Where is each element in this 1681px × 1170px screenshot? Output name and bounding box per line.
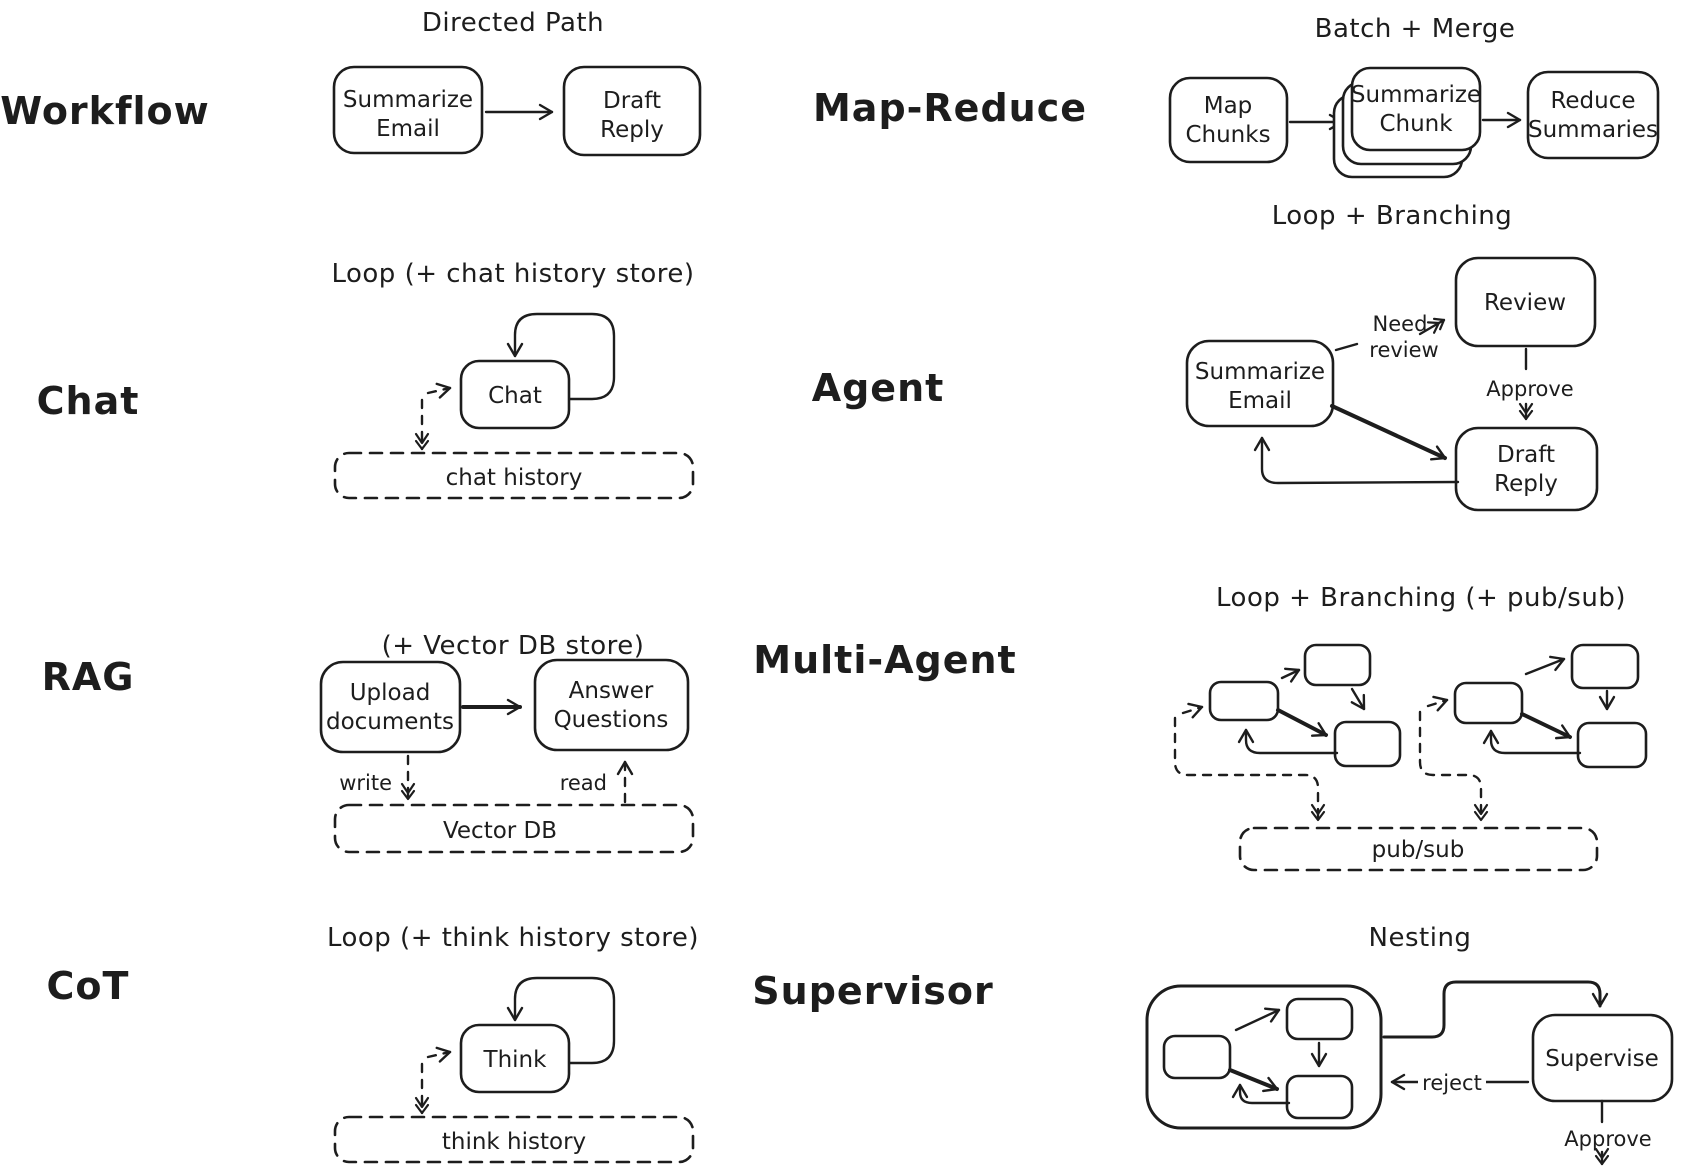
multi-agent2-node-top	[1570, 643, 1640, 690]
agent-summarize-email-line2: Email	[1228, 388, 1292, 414]
multi-agent1-node-left	[1208, 680, 1280, 722]
rag-read-label: read	[560, 771, 607, 795]
cot-label: CoT	[47, 964, 130, 1008]
agent-draft-reply-line1: Draft	[1497, 442, 1555, 468]
agent-summarize-email-line1: Summarize	[1195, 359, 1325, 385]
workflow-summarize-email-line1: Summarize	[343, 87, 473, 113]
agent-need-review-arrow	[1418, 317, 1446, 336]
agent-label: Agent	[812, 366, 945, 410]
cot-history-label: think history	[442, 1129, 586, 1155]
cot-store-read-arrow	[426, 1046, 452, 1063]
rag-label: RAG	[42, 655, 135, 699]
multi-agent2-pub-arrow	[1418, 710, 1489, 822]
supervisor-approve-label: Approve	[1564, 1127, 1651, 1151]
agent-need-review-line1: Need	[1373, 312, 1428, 336]
map-chunks-line2: Chunks	[1185, 122, 1270, 148]
cot-node	[459, 1023, 571, 1094]
chat-node	[459, 359, 571, 430]
map-reduce-label: Map-Reduce	[813, 86, 1087, 130]
multi-agent1-arrow-left-bottom	[1276, 708, 1328, 737]
agent-approve-label: Approve	[1486, 377, 1573, 401]
supervisor-node-top	[1285, 997, 1354, 1041]
chat-node-label: Chat	[488, 383, 542, 409]
multi-agent-pubsub-store	[1238, 826, 1599, 872]
multi-agent-label: Multi-Agent	[753, 638, 1016, 682]
multi-agent2-node-left	[1453, 681, 1524, 725]
agent-node-draft-reply	[1454, 426, 1599, 512]
agent-draft-arrow	[1330, 404, 1447, 461]
rag-upload-line2: documents	[326, 709, 454, 735]
workflow-summarize-email-line2: Email	[376, 116, 440, 142]
cot-self-loop	[506, 976, 616, 1065]
agent-loop-back-arrow	[1253, 436, 1460, 485]
chat-history-store	[333, 451, 695, 500]
reduce-summaries-line2: Summaries	[1528, 117, 1658, 143]
chat-store-read-arrow	[426, 382, 452, 399]
rag-write-label: write	[339, 771, 392, 795]
workflow-node-summarize-email	[332, 65, 484, 155]
agent-node-review	[1454, 256, 1597, 348]
multi-agent-title: Loop + Branching (+ pub/sub)	[1216, 583, 1626, 613]
chat-title: Loop (+ chat history store)	[331, 259, 694, 289]
multi-agent2-loop-back	[1482, 729, 1582, 755]
cot-title: Loop (+ think history store)	[327, 923, 699, 953]
supervisor-node-left	[1162, 1034, 1232, 1080]
workflow-draft-reply-line2: Reply	[600, 117, 664, 143]
workflow-node-draft-reply	[562, 65, 702, 157]
multi-agent1-arrow-left-top	[1280, 667, 1301, 683]
rag-title: (+ Vector DB store)	[382, 631, 645, 661]
supervisor-reject-label-bg	[1418, 1068, 1486, 1095]
map-reduce-node-map-chunks	[1168, 76, 1289, 164]
agent-need-review-line2: review	[1369, 338, 1438, 362]
supervisor-loop-back	[1231, 1083, 1291, 1105]
multi-agent1-node-top	[1303, 643, 1372, 687]
supervisor-title: Nesting	[1369, 923, 1472, 953]
multi-agent2-node-bottom	[1576, 721, 1648, 769]
agent-title: Loop + Branching	[1272, 201, 1513, 231]
summarize-chunk-line1: Summarize	[1351, 82, 1481, 108]
supervisor-arrow-left-bottom	[1228, 1068, 1279, 1093]
chat-label: Chat	[37, 379, 140, 423]
map-reduce-node-summarize-chunk	[1350, 66, 1482, 152]
multi-agent1-loop-back	[1237, 728, 1339, 755]
rag-answer-line1: Answer	[569, 678, 654, 704]
rag-node-answer-questions	[533, 658, 690, 752]
supervisor-arrow-left-top	[1234, 1007, 1281, 1032]
rag-vector-db-label: Vector DB	[443, 818, 557, 844]
map-reduce-title: Batch + Merge	[1315, 14, 1516, 44]
agent-node-summarize-email	[1185, 339, 1335, 428]
multi-agent2-sub-arrow	[1426, 695, 1449, 712]
agent-need-review-tick	[1334, 342, 1359, 352]
map-chunks-line1: Map	[1204, 93, 1253, 119]
multi-agent1-node-bottom	[1333, 720, 1402, 768]
rag-node-upload-documents	[319, 660, 462, 754]
supervisor-node-bottom	[1285, 1074, 1354, 1120]
agent-draft-reply-line2: Reply	[1494, 471, 1558, 497]
reduce-summaries-line1: Reduce	[1550, 88, 1635, 114]
cot-history-store	[333, 1115, 695, 1164]
workflow-title: Directed Path	[422, 8, 604, 38]
multi-agent1-sub-arrow	[1181, 702, 1204, 719]
rag-upload-line1: Upload	[350, 680, 431, 706]
chat-history-label: chat history	[446, 465, 583, 491]
multi-agent2-arrow-left-bottom	[1520, 712, 1572, 740]
agent-review-label: Review	[1484, 290, 1566, 316]
multi-agent1-pub-arrow	[1173, 716, 1326, 822]
chat-self-loop	[506, 312, 616, 401]
rag-answer-line2: Questions	[554, 707, 669, 733]
multi-agent2-arrow-left-top	[1524, 655, 1566, 676]
supervisor-elbow-arrow	[1382, 980, 1609, 1039]
workflow-draft-reply-line1: Draft	[603, 88, 661, 114]
supervisor-reject-label: reject	[1422, 1071, 1482, 1095]
workflow-label: Workflow	[0, 89, 209, 133]
multi-agent-pubsub-label: pub/sub	[1372, 837, 1465, 863]
supervisor-supervise-label: Supervise	[1545, 1046, 1659, 1072]
rag-vector-db-store	[333, 803, 695, 854]
cot-node-label: Think	[483, 1047, 548, 1073]
map-reduce-node-reduce-summaries	[1526, 70, 1660, 160]
supervisor-label: Supervisor	[752, 969, 993, 1013]
multi-agent1-arrow-top-bottom	[1350, 687, 1366, 711]
summarize-chunk-line2: Chunk	[1379, 111, 1453, 137]
